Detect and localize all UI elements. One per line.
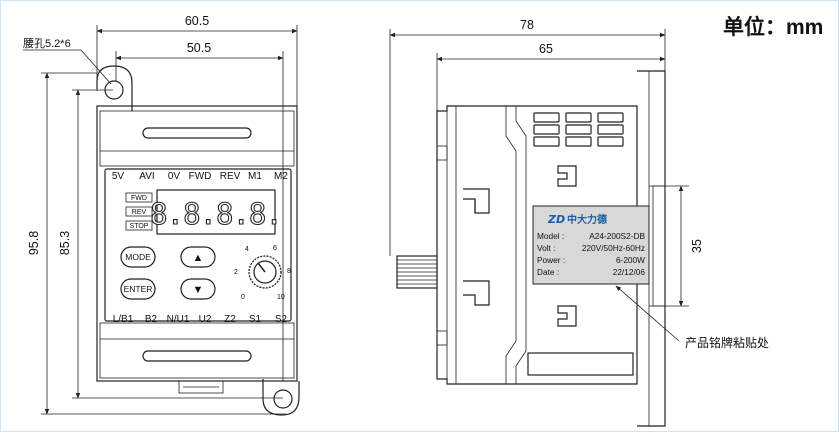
top-mount-hole	[104, 80, 124, 100]
up-arrow-icon: ▲	[193, 252, 204, 264]
dim-total-width: 60.5	[185, 14, 209, 28]
terminal-lb1: L/B1	[113, 314, 134, 325]
nameplate-date-value: 22/12/06	[613, 267, 646, 277]
dim-hole-height: 85.3	[58, 231, 72, 255]
bottom-vent-slot	[142, 350, 252, 362]
dim-total-height: 95.8	[27, 231, 41, 255]
side-vent-grid	[533, 112, 624, 147]
knob-scale-4: 4	[245, 246, 249, 253]
terminal-m1: M1	[248, 171, 262, 182]
nameplate-callout: 产品铭牌粘贴处	[685, 335, 769, 350]
knob-scale-10: 10	[277, 294, 285, 301]
dim-depth: 65	[539, 42, 553, 56]
terminal-0v: 0V	[168, 171, 181, 182]
slot-label: 腰孔5.2*6	[23, 37, 71, 50]
terminal-fwd: FWD	[189, 171, 212, 182]
terminal-z2: Z2	[224, 314, 236, 325]
terminal-rev: REV	[220, 171, 241, 182]
nameplate-model-key: Model :	[537, 231, 564, 241]
side-view: 78 65 35	[389, 18, 769, 427]
dim-hole-spacing: 50.5	[187, 41, 211, 55]
enter-button-label: ENTER	[124, 284, 153, 294]
bottom-mount-ear	[262, 379, 300, 416]
terminal-b2: B2	[145, 314, 158, 325]
unit-label: 单位：mm	[723, 15, 823, 39]
terminal-5v: 5V	[112, 171, 125, 182]
nameplate-power-key: Power :	[537, 255, 565, 265]
top-mount-ear	[96, 65, 133, 111]
din-clip	[178, 380, 224, 394]
terminal-u2: U2	[199, 314, 212, 325]
nameplate-model-value: A24-200S2-DB	[589, 231, 645, 241]
nameplate-volt-key: Volt :	[537, 243, 555, 253]
down-button[interactable]	[180, 278, 216, 300]
mode-button[interactable]	[120, 246, 156, 268]
dim-total-depth: 78	[520, 18, 534, 32]
mode-button-label: MODE	[125, 252, 151, 262]
rev-indicator-label: REV	[132, 209, 147, 216]
stop-indicator-label: STOP	[130, 223, 149, 230]
knob-scale-6: 6	[273, 245, 277, 252]
front-view: 60.5 50.5 腰孔5.2*6 95.8 85.3	[23, 14, 300, 416]
knob-scale-0: 0	[241, 294, 245, 301]
dim-rail: 35	[690, 239, 704, 253]
stop-indicator	[125, 220, 153, 231]
fwd-indicator	[125, 192, 153, 203]
terminal-avi: AVI	[139, 171, 154, 182]
control-panel	[104, 168, 292, 322]
side-knob	[396, 255, 438, 289]
terminal-s1: S1	[249, 314, 262, 325]
top-vent-slot	[142, 127, 252, 139]
side-bottom-vent	[527, 352, 634, 376]
fwd-indicator-label: FWD	[131, 195, 147, 202]
terminal-m2: M2	[274, 171, 288, 182]
front-body	[96, 105, 298, 382]
knob-scale-2: 2	[234, 269, 238, 276]
nameplate	[532, 205, 650, 285]
down-arrow-icon: ▼	[193, 284, 204, 296]
nameplate-volt-value: 220V/50Hz-60Hz	[582, 243, 645, 253]
led-display	[156, 189, 276, 235]
up-button[interactable]	[180, 246, 216, 268]
bottom-mount-hole	[273, 389, 293, 409]
brand-logo: ZD	[547, 213, 565, 226]
brand-name: 中大力德	[567, 213, 607, 226]
nameplate-power-value: 6-200W	[616, 255, 645, 265]
nameplate-date-key: Date :	[537, 267, 559, 277]
rev-indicator	[125, 206, 153, 217]
knob-scale-8: 8	[287, 268, 291, 275]
enter-button[interactable]	[120, 278, 156, 300]
display-digits: 8.8.8.8.	[150, 197, 282, 231]
terminal-s2: S2	[275, 314, 288, 325]
terminal-nu1: N/U1	[167, 314, 190, 325]
side-body	[436, 105, 638, 385]
speed-knob[interactable]	[248, 255, 282, 289]
